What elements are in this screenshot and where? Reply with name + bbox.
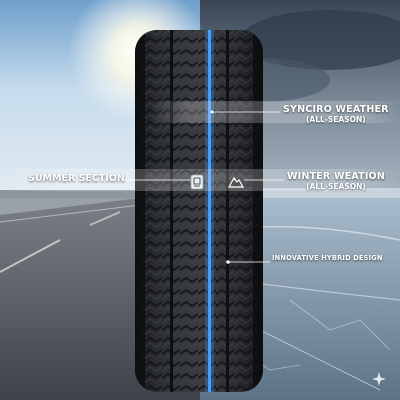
- winter-weather-title: WINTER WEATION: [287, 171, 385, 182]
- winter-weather-label: WINTER WEATION (ALL-SEASON): [287, 171, 385, 192]
- synciro-weather-subtitle: (ALL-SEASON): [305, 114, 366, 124]
- summer-section-label: SUMMER SECTION: [28, 173, 125, 184]
- synciro-weather-title: SYNCIRO WEATHER: [283, 104, 389, 115]
- synciro-weather-label: SYNCIRO WEATHER (ALL-SEASON): [283, 104, 389, 125]
- mountain-snow-icon: [228, 176, 244, 188]
- sparkle-icon: [372, 372, 386, 386]
- winter-weather-subtitle: (ALL-SEASON): [306, 181, 366, 191]
- hybrid-design-label: INNOVATIVE HYBRID DESIGN: [272, 254, 383, 262]
- summer-badge-icon: [190, 174, 204, 190]
- highlight-band-synciro: [150, 101, 400, 123]
